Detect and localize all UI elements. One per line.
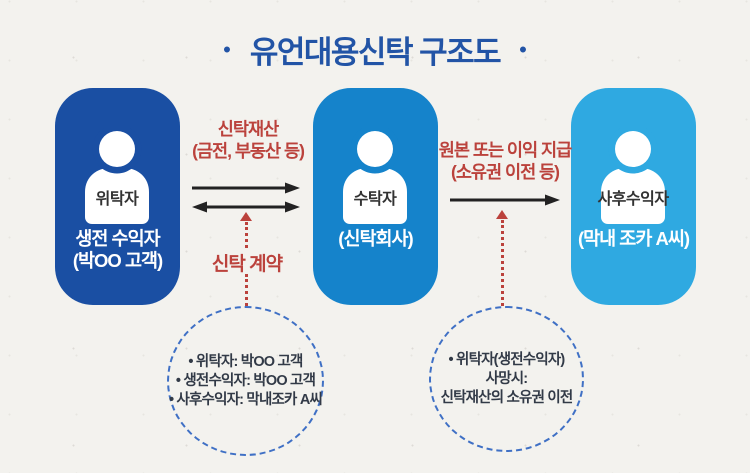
trustee-beneficiary-arrow [450,194,560,206]
transfer-note-line3: 신탁재산의 소유권 이전 [440,389,574,406]
contract-note-text: • 위탁자: 박OO 고객 • 생전수익자: 박OO 고객 • 사후수익자: 막… [168,353,323,410]
transfer-note-circle: • 위탁자(생전수익자) 사망시: 신탁재산의 소유권 이전 [429,306,584,452]
trust-property-label-line2: (금전, 부동산 등) [192,141,305,161]
benefit-payment-label: 원본 또는 이익 지급 (소유권 이전 등) [438,139,572,183]
person-icon: 사후수익자 [593,128,673,224]
contract-note-line3: • 사후수익자: 막내조카 A씨 [168,391,323,408]
truster-trustee-arrows [192,182,300,213]
person-icon: 위탁자 [77,128,157,224]
truster-subtext-line1: 생전 수익자 [75,228,160,249]
truster-subtext-line2: (박OO 고객) [72,250,163,271]
contract-connector-arrowhead-icon [240,212,252,221]
trustee-box: 수탁자 (신탁회사) [313,88,438,305]
contract-note-line1: • 위탁자: 박OO 고객 [188,353,303,370]
person-icon: 수탁자 [335,128,415,224]
page-title-text: 유언대용신탁 구조도 [249,35,502,70]
benefit-payment-label-line2: (소유권 이전 등) [451,162,560,182]
trustee-subtext: (신탁회사) [307,228,444,250]
posthumous-beneficiary-box: 사후수익자 (막내 조카 A씨) [571,88,696,305]
contract-note-line2: • 생전수익자: 박OO 고객 [175,372,316,389]
contract-note-circle: • 위탁자: 박OO 고객 • 생전수익자: 박OO 고객 • 사후수익자: 막… [167,306,324,456]
trustee-role-label: 수탁자 [353,191,397,208]
contract-connector-dotted-line [245,274,248,306]
truster-role-label: 위탁자 [95,191,139,208]
truster-box: 위탁자 생전 수익자 (박OO 고객) [55,88,180,305]
posthumous-beneficiary-role-label: 사후수익자 [597,191,669,208]
title-left-dot-icon: • [223,36,231,62]
posthumous-beneficiary-subtext: (막내 조카 A씨) [565,228,702,250]
contract-connector-dotted-line [245,222,248,248]
transfer-note-text: • 위탁자(생전수익자) 사망시: 신탁재산의 소유권 이전 [440,351,574,408]
trust-property-label: 신탁재산 (금전, 부동산 등) [181,118,315,162]
trustee-subtext-line1: (신탁회사) [338,228,413,249]
trust-property-label-line1: 신탁재산 [217,119,279,139]
posthumous-beneficiary-subtext-line1: (막내 조카 A씨) [577,228,690,249]
title-right-dot-icon: • [519,36,527,62]
transfer-connector-dotted-line [501,220,504,306]
page-title: • 유언대용신탁 구조도 • [0,27,750,72]
trust-contract-label: 신탁 계약 [211,254,283,275]
benefit-payment-label-line1: 원본 또는 이익 지급 [438,140,572,160]
transfer-connector-arrowhead-icon [496,210,508,219]
transfer-note-line2: 사망시: [485,370,528,387]
truster-subtext: 생전 수익자 (박OO 고객) [49,228,186,272]
transfer-note-line1: • 위탁자(생전수익자) [448,351,566,368]
